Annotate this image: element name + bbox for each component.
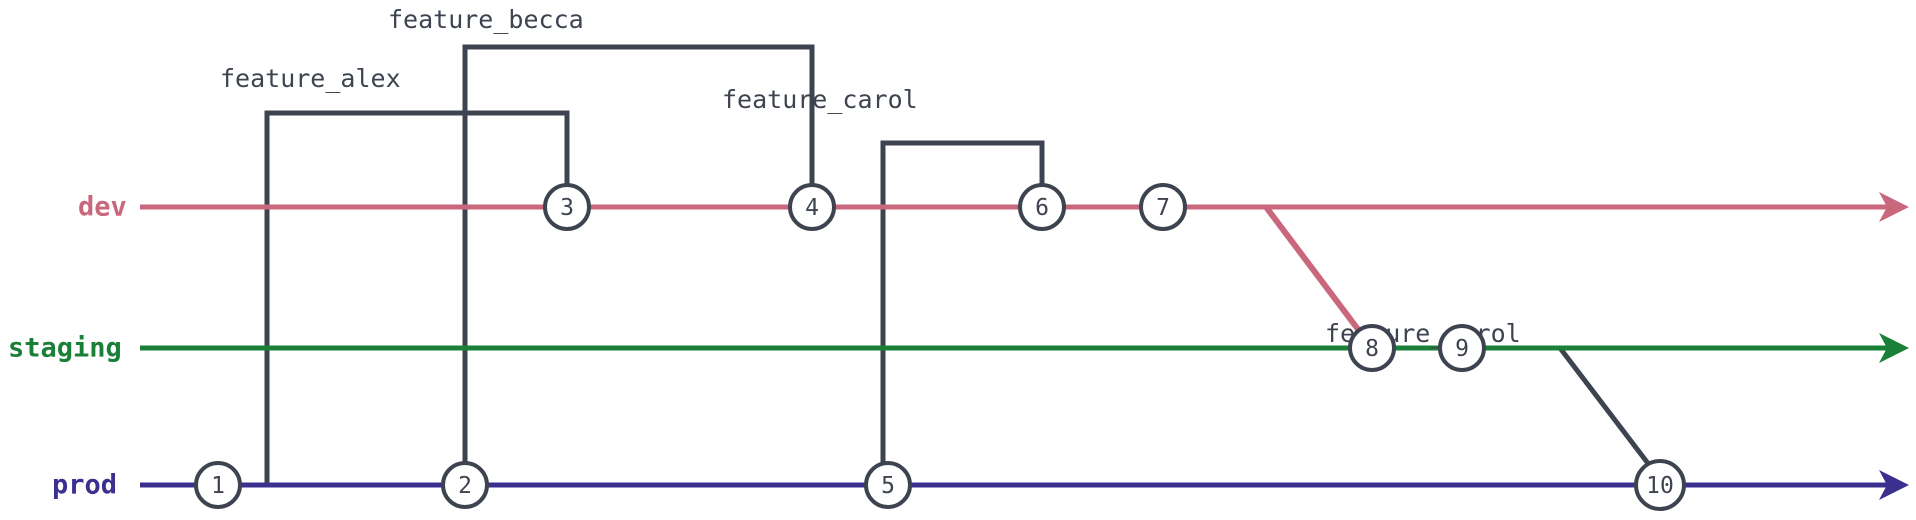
commit-circle-3[interactable] [543,183,591,231]
commit-node-9[interactable]: 9 [1438,324,1486,372]
commit-label-3: 3 [560,195,574,221]
commit-node-5[interactable]: 5 [864,461,912,509]
branch-label-staging: staging [8,333,122,364]
commit-circle-7[interactable] [1139,183,1187,231]
commit-nodes: 1 2 3 4 5 6 7 [194,183,1686,511]
commit-node-4[interactable]: 4 [788,183,836,231]
commit-circle-2[interactable] [441,461,489,509]
commit-circle-1[interactable] [194,461,242,509]
branch-labels: dev staging prod [8,192,127,501]
commit-label-8: 8 [1365,336,1379,362]
commit-circle-4[interactable] [788,183,836,231]
commit-label-4: 4 [805,195,819,221]
feature-branch-edges [264,44,1652,485]
commit-label-5: 5 [881,473,895,499]
commit-label-10: 10 [1646,473,1674,499]
feature-edge-feature_carol [880,140,1045,485]
commit-node-10[interactable]: 10 [1634,459,1686,511]
feature-label-feature_carol: feature_carol [722,85,918,114]
commit-node-7[interactable]: 7 [1139,183,1187,231]
feature-edge-feature_alex [264,110,570,485]
commit-label-7: 7 [1156,195,1170,221]
commit-node-2[interactable]: 2 [441,461,489,509]
commit-circle-6[interactable] [1018,183,1066,231]
commit-node-3[interactable]: 3 [543,183,591,231]
feature-edge-feature_becca [462,44,815,467]
commit-node-1[interactable]: 1 [194,461,242,509]
commit-label-2: 2 [458,473,472,499]
branch-label-prod: prod [52,470,117,501]
feature-branch-labels: feature_alex feature_becca feature_carol… [220,5,1521,348]
commit-circle-8[interactable] [1348,324,1396,372]
merge-edges [1263,205,1363,334]
branch-label-dev: dev [78,192,127,223]
commit-label-9: 9 [1455,336,1469,362]
commit-circle-9[interactable] [1438,324,1486,372]
feature-edge-feature_carol-release [1558,346,1652,468]
commit-circle-10[interactable] [1634,459,1686,511]
feature-label-feature_becca: feature_becca [388,5,584,34]
commit-label-6: 6 [1035,195,1049,221]
commit-node-6[interactable]: 6 [1018,183,1066,231]
commit-label-1: 1 [211,473,225,499]
branch-lines [140,192,1909,500]
merge-edge-dev-to-staging [1263,205,1363,334]
commit-node-8[interactable]: 8 [1348,324,1396,372]
feature-label-feature_alex: feature_alex [220,64,401,93]
commit-circle-5[interactable] [864,461,912,509]
